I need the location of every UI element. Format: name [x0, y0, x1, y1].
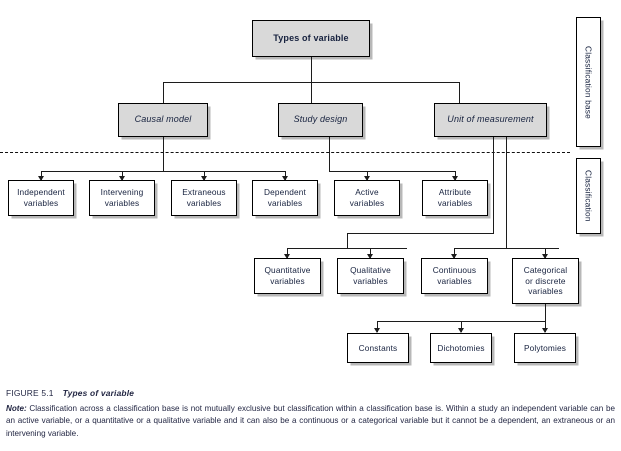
- caption-figure-title: Types of variable: [62, 388, 135, 398]
- connector-categorical-drop: [545, 304, 546, 321]
- connector-to-constants: [377, 321, 378, 332]
- arrow-polytomies: [541, 328, 548, 333]
- connector-unit-drop-left: [493, 137, 494, 233]
- connector-causal-bus: [41, 171, 285, 172]
- node-attribute-variables[interactable]: Attribute variables: [422, 180, 488, 216]
- node-causal-model[interactable]: Causal model: [118, 103, 208, 137]
- connector-root-to-unit: [459, 82, 460, 103]
- connector-to-polytomies: [545, 321, 546, 332]
- node-continuous-variables[interactable]: Continuous variables: [421, 258, 488, 294]
- node-qualitative-variables[interactable]: Qualitative variables: [337, 258, 404, 294]
- arrow-dependent: [281, 176, 288, 181]
- figure-caption: FIGURE 5.1 Types of variable Note: Classi…: [6, 388, 615, 440]
- arrow-constants: [373, 328, 380, 333]
- connector-causal-drop: [163, 137, 164, 171]
- connector-to-qualitative: [370, 248, 371, 258]
- arrow-categorical: [541, 254, 548, 259]
- caption-figure-number: FIGURE 5.1: [6, 388, 54, 398]
- figure-note: Note: Classification across a classifica…: [6, 403, 615, 440]
- band-classification: Classification: [576, 158, 601, 234]
- connector-quant-qual-bus: [287, 248, 407, 249]
- node-active-variables[interactable]: Active variables: [334, 180, 400, 216]
- connector-study-drop: [329, 137, 330, 171]
- arrow-qualitative: [366, 254, 373, 259]
- connector-root-to-causal: [163, 82, 164, 103]
- connector-causal-to-intervening: [122, 171, 123, 180]
- arrow-intervening: [118, 176, 125, 181]
- band-classification-base-label: Classification base: [583, 45, 594, 119]
- arrow-active: [363, 176, 370, 181]
- arrow-continuous: [450, 254, 457, 259]
- arrow-dichotomies: [457, 328, 464, 333]
- node-extraneous-variables[interactable]: Extraneous variables: [171, 180, 237, 216]
- connector-study-bus: [329, 171, 455, 172]
- node-intervening-variables[interactable]: Intervening variables: [89, 180, 155, 216]
- node-unit-of-measurement[interactable]: Unit of measurement: [434, 103, 547, 137]
- node-categorical-or-discrete-variables[interactable]: Categorical or discrete variables: [512, 258, 579, 304]
- connector-causal-to-dependent: [285, 171, 286, 180]
- connector-to-categorical: [545, 248, 546, 258]
- connector-causal-to-independent: [41, 171, 42, 180]
- connector-cont-cat-bus: [454, 248, 559, 249]
- connector-unit-left-jog: [347, 233, 494, 234]
- arrow-extraneous: [200, 176, 207, 181]
- divider-classification-base: [0, 152, 570, 153]
- connector-study-to-active: [367, 171, 368, 180]
- node-study-design[interactable]: Study design: [278, 103, 363, 137]
- connector-unit-left-riser: [347, 233, 348, 248]
- arrow-independent: [37, 176, 44, 181]
- node-constants[interactable]: Constants: [347, 333, 409, 363]
- connector-to-quantitative: [287, 248, 288, 258]
- connector-causal-to-extraneous: [204, 171, 205, 180]
- node-dependent-variables[interactable]: Dependent variables: [252, 180, 318, 216]
- connector-to-dichotomies: [461, 321, 462, 332]
- band-classification-label: Classification: [583, 170, 594, 222]
- caption-title-line: FIGURE 5.1 Types of variable: [6, 388, 615, 398]
- connector-unit-drop-right: [506, 137, 507, 248]
- note-label: Note:: [6, 404, 27, 413]
- connector-root-trunk: [310, 57, 312, 82]
- node-quantitative-variables[interactable]: Quantitative variables: [254, 258, 321, 294]
- node-independent-variables[interactable]: Independent variables: [8, 180, 74, 216]
- arrow-attribute: [451, 176, 458, 181]
- node-types-of-variable[interactable]: Types of variable: [252, 20, 370, 57]
- arrow-quantitative: [283, 254, 290, 259]
- note-text: Classification across a classification b…: [6, 404, 615, 438]
- node-polytomies[interactable]: Polytomies: [514, 333, 576, 363]
- connector-root-to-study: [310, 82, 312, 103]
- band-classification-base: Classification base: [576, 17, 601, 147]
- connector-to-continuous: [454, 248, 455, 258]
- node-dichotomies[interactable]: Dichotomies: [430, 333, 492, 363]
- connector-study-to-attribute: [455, 171, 456, 180]
